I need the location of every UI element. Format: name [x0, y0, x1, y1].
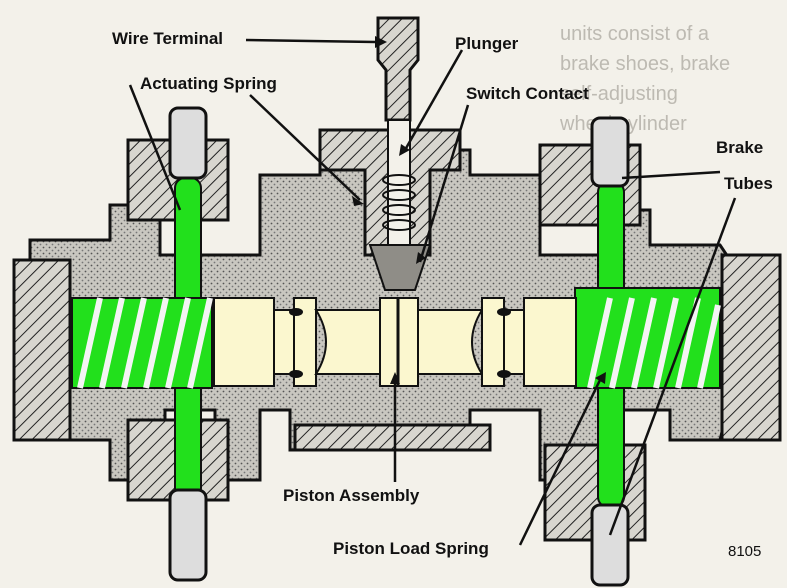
svg-text:self-adjusting: self-adjusting — [560, 83, 678, 105]
leader-arrows — [352, 36, 606, 384]
svg-text:units consist of a: units consist of a — [560, 23, 710, 45]
label-switch-contact: Switch Contact — [466, 84, 589, 103]
wire-terminal — [376, 16, 420, 122]
svg-text:brake shoes, brake: brake shoes, brake — [560, 53, 730, 75]
background-ghost-text: units consist of a brake shoes, brake se… — [559, 23, 730, 135]
right-spring-coils — [587, 297, 721, 389]
leader-lines — [128, 38, 737, 546]
label-plunger: Plunger — [455, 34, 519, 53]
switch-internals — [368, 119, 432, 291]
piston-assembly — [213, 297, 577, 387]
brake-tubes — [168, 106, 630, 587]
o-ring-seals — [289, 308, 511, 378]
label-brake: Brake — [716, 138, 764, 157]
label-actuating-spring: Actuating Spring — [140, 74, 277, 93]
left-spring-coils — [77, 297, 213, 389]
figure-number: 8105 — [728, 543, 762, 560]
label-wire-terminal: Wire Terminal — [112, 29, 224, 48]
label-piston-load-spring: Piston Load Spring — [333, 539, 489, 558]
label-tubes: Tubes — [724, 174, 773, 193]
label-piston-assembly: Piston Assembly — [283, 486, 420, 505]
